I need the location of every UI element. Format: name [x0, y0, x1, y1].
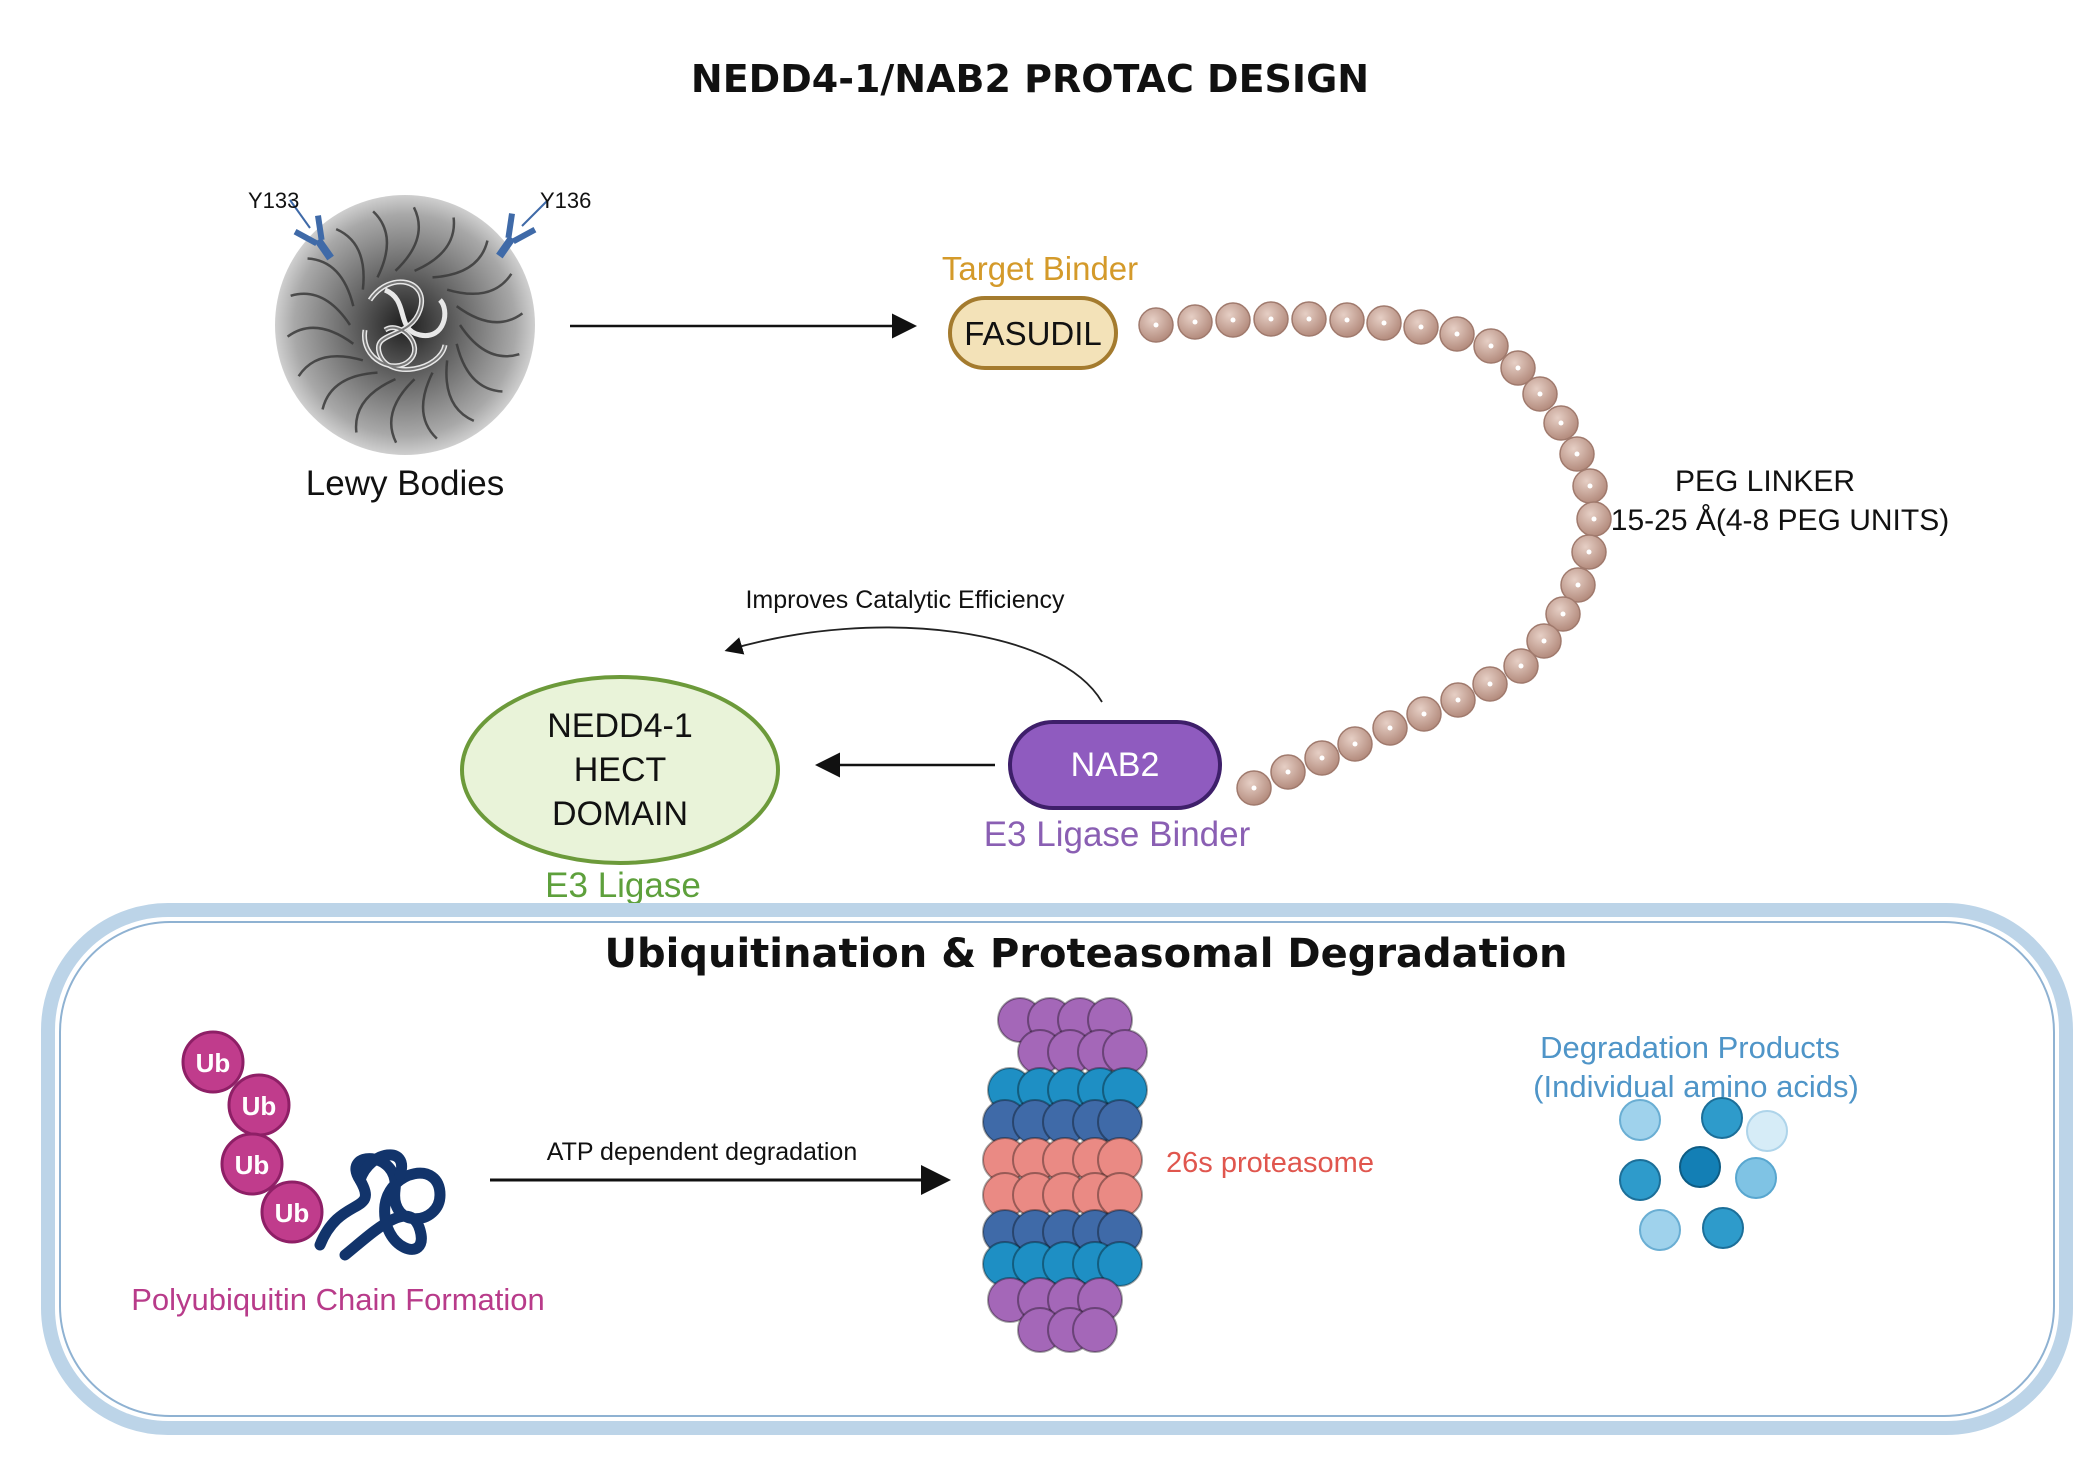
products-line-1: Degradation Products	[1540, 1030, 1840, 1065]
products-line-2: (Individual amino acids)	[1533, 1069, 1859, 1104]
amino-acid-bead	[1701, 1097, 1743, 1139]
svg-text:Ub: Ub	[275, 1198, 310, 1228]
fasudil-label: FASUDIL	[964, 315, 1102, 352]
amino-acids-cluster	[1619, 1097, 1788, 1251]
proteasome-label: 26s proteasome	[1166, 1147, 1374, 1179]
amino-acid-bead	[1702, 1207, 1744, 1249]
antibody-y133-icon	[293, 215, 334, 261]
e3-ligase-binder-caption: E3 Ligase Binder	[984, 815, 1251, 854]
lewy-body-icon	[275, 195, 535, 455]
ub-bead-1: Ub	[181, 1030, 245, 1094]
ub-bead-4: Ub	[260, 1180, 324, 1244]
amino-acid-bead	[1746, 1110, 1788, 1152]
amino-acid-bead	[1619, 1099, 1661, 1141]
atp-label: ATP dependent degradation	[547, 1138, 857, 1166]
curved-arrow-catalytic	[724, 626, 1103, 703]
peg-linker-title: PEG LINKER	[1675, 465, 1855, 498]
fasudil-pill	[948, 296, 1118, 370]
degradation-panel-title: Ubiquitination & Proteasomal Degradation	[605, 931, 1568, 977]
svg-text:Ub: Ub	[235, 1150, 270, 1180]
antibody-y136-icon	[496, 213, 537, 259]
nedd4-ellipse	[460, 675, 780, 865]
nedd4-line-2: HECT	[574, 751, 667, 789]
nedd4-line-3: DOMAIN	[552, 795, 688, 833]
svg-text:Ub: Ub	[242, 1091, 277, 1121]
lewy-bodies-label: Lewy Bodies	[306, 464, 504, 503]
nab2-label: NAB2	[1071, 746, 1160, 784]
nedd4-line-1: NEDD4-1	[547, 707, 692, 745]
antibody-label-y133: Y133	[248, 188, 299, 213]
ub-bead-3: Ub	[220, 1132, 284, 1196]
amino-acid-bead	[1619, 1159, 1661, 1201]
peg-linker-chain	[1138, 301, 1612, 806]
amino-acid-bead	[1735, 1157, 1777, 1199]
svg-text:Ub: Ub	[196, 1048, 231, 1078]
amino-acid-bead	[1639, 1209, 1681, 1251]
curved-arrow-label: Improves Catalytic Efficiency	[745, 586, 1065, 614]
ub-bead-2: Ub	[227, 1073, 291, 1137]
target-binder-caption: Target Binder	[942, 250, 1138, 287]
peg-linker-detail: 15-25 Å(4-8 PEG UNITS)	[1611, 504, 1949, 537]
proteasome-subunit	[1072, 1307, 1118, 1353]
e3-ligase-caption: E3 Ligase	[545, 866, 701, 905]
amino-acid-bead	[1679, 1146, 1721, 1188]
polyubiquitin-caption: Polyubiquitin Chain Formation	[131, 1282, 545, 1317]
nab2-pill	[1008, 720, 1222, 810]
proteasome-subunit	[1097, 1241, 1143, 1287]
ubiquitinated-protein-icon	[314, 1149, 446, 1261]
proteasome-26s-icon	[982, 997, 1148, 1353]
page-title: NEDD4-1/NAB2 PROTAC DESIGN	[691, 57, 1369, 101]
antibody-label-y136: Y136	[540, 188, 591, 213]
